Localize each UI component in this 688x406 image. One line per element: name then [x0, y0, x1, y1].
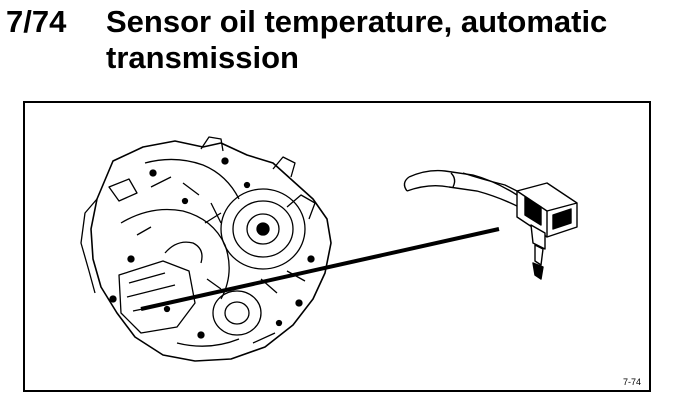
page-heading: 7/74 Sensor oil temperature, automatic t… [0, 0, 688, 80]
illustration-frame: 7-74 [23, 101, 651, 392]
temperature-sensor [516, 182, 578, 280]
figure-number: 7-74 [622, 377, 641, 387]
transmission-housing [80, 136, 332, 362]
section-number: 7/74 [6, 4, 67, 39]
page-title: Sensor oil temperature, automatic transm… [106, 4, 608, 75]
connector-cable [403, 169, 522, 208]
illustration [80, 136, 578, 362]
pointer-line [140, 227, 500, 311]
